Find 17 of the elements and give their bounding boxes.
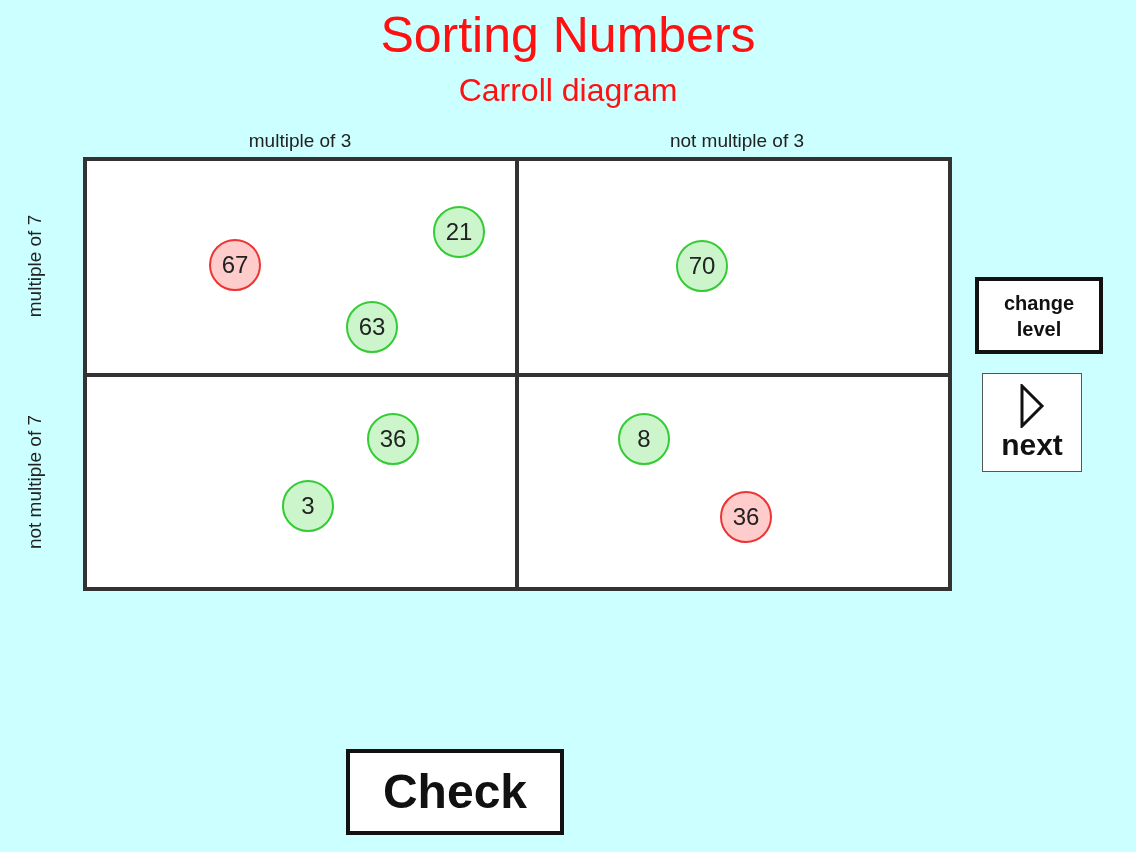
row-heading: multiple of 7 [24,214,46,318]
number-counter: 36 [720,491,772,543]
row-heading: not multiple of 7 [24,414,46,550]
number-counter: 21 [433,206,485,258]
action-button: Check [346,749,564,835]
number-counter: 8 [618,413,670,465]
number-counter: 36 [367,413,419,465]
action-button: change level [975,277,1103,354]
number-counter: 63 [346,301,398,353]
number-counter: 70 [676,240,728,292]
next-button: next [982,373,1082,472]
number-counter: 67 [209,239,261,291]
column-heading: not multiple of 3 [668,130,806,152]
title: Sorting Numbers [379,6,757,64]
subtitle: Carroll diagram [457,72,679,109]
column-heading: multiple of 3 [247,130,353,152]
number-counter: 3 [282,480,334,532]
